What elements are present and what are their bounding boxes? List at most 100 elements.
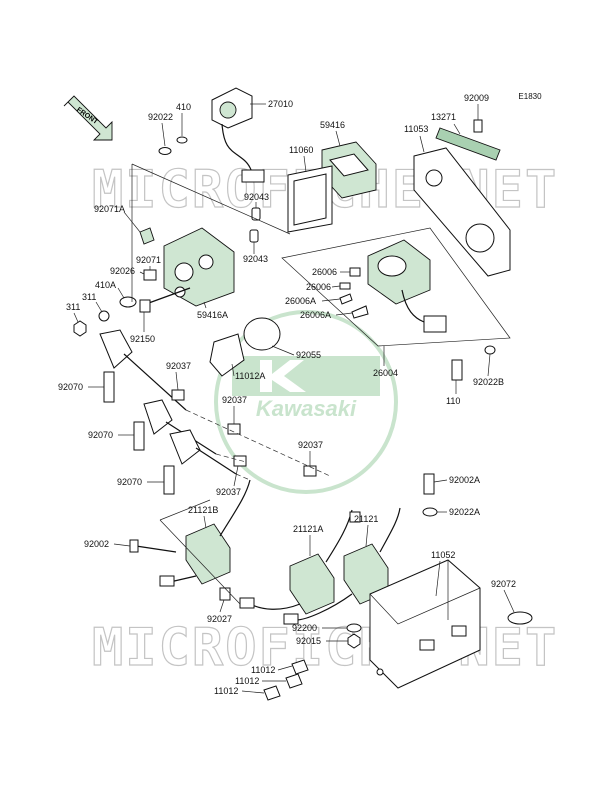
pin-92043-a xyxy=(251,207,261,221)
part-label: 311 xyxy=(82,292,96,302)
part-label: 92070 xyxy=(88,430,113,440)
cap-92071 xyxy=(143,269,157,281)
route-line-c xyxy=(235,473,251,481)
clamp-92037-d xyxy=(303,465,317,477)
ignition-coil-21121A xyxy=(239,509,361,615)
part-label: 92009 xyxy=(464,93,489,103)
band-92072 xyxy=(507,611,533,625)
part-label: 92037 xyxy=(166,361,191,371)
part-label: 26006 xyxy=(306,282,331,292)
part-label: 410 xyxy=(176,102,191,112)
bolt-92150 xyxy=(145,287,191,305)
pin-92043-b xyxy=(249,229,259,243)
washer-410A xyxy=(119,296,137,308)
part-label: 92015 xyxy=(296,636,321,646)
part-label: 92150 xyxy=(130,334,155,344)
part-label: 92002A xyxy=(449,475,480,485)
watermark-text-bottom: MICROFICHE.NET xyxy=(92,618,558,678)
bolt-92009 xyxy=(473,119,483,133)
diagram-code: E1830 xyxy=(518,92,542,101)
bolt-92150-head xyxy=(139,299,151,313)
part-label: 11052 xyxy=(431,550,455,560)
part-label: 11012 xyxy=(251,665,275,675)
washer-92200 xyxy=(346,623,362,633)
nut-311-b xyxy=(73,320,87,337)
clamp-92037-a xyxy=(171,389,185,401)
part-label: 26004 xyxy=(373,368,398,378)
part-label: 92027 xyxy=(207,614,232,624)
front-arrow: FRONT xyxy=(63,95,113,141)
part-label: 92022B xyxy=(473,377,504,387)
group-outline-coils xyxy=(159,499,241,605)
switch-27010 xyxy=(211,87,265,183)
washer-410 xyxy=(176,136,188,144)
part-label: 11060 xyxy=(289,145,313,155)
logo-text: Kawasaki xyxy=(256,396,357,421)
bolt-92002 xyxy=(135,545,177,553)
meter-26004 xyxy=(367,239,447,333)
part-label: 410A xyxy=(95,280,116,290)
washer-311-a xyxy=(98,310,110,322)
route-line-b xyxy=(215,453,247,463)
part-label: 27010 xyxy=(268,99,293,109)
oring-92055 xyxy=(243,317,281,351)
part-label: 92037 xyxy=(216,487,241,497)
part-label: 59416 xyxy=(320,120,345,130)
bolt-92002-head xyxy=(129,539,139,553)
clamp-92037-c xyxy=(233,455,247,467)
bolt-110 xyxy=(451,359,463,381)
part-label: 92043 xyxy=(243,254,268,264)
part-label: 13271 xyxy=(431,112,456,122)
part-label: 21121 xyxy=(354,514,378,524)
terminal-26006-a xyxy=(349,267,361,277)
part-label: 92026 xyxy=(110,266,135,276)
nut-92015 xyxy=(347,633,361,649)
part-label: 92037 xyxy=(298,440,323,450)
bracket-13271 xyxy=(435,127,501,161)
part-label: 92071 xyxy=(136,255,161,265)
terminal-26006-b xyxy=(339,282,351,290)
gasket-11060-inner xyxy=(293,173,327,226)
part-label: 92022 xyxy=(148,112,173,122)
washer-92022B xyxy=(484,345,496,355)
bracket-11052 xyxy=(369,559,481,689)
part-label: 311 xyxy=(66,302,80,312)
part-label: 21121B xyxy=(188,505,218,515)
part-label: 92055 xyxy=(296,350,321,360)
part-label: 26006 xyxy=(312,267,337,277)
part-label: 110 xyxy=(446,396,460,406)
part-label: 92043 xyxy=(244,192,269,202)
terminal-26006A-b xyxy=(351,305,369,319)
part-label: 59416A xyxy=(197,310,228,320)
part-label: 92072 xyxy=(491,579,516,589)
washer-92022 xyxy=(158,147,172,155)
part-label: 26006A xyxy=(285,296,316,306)
part-label: 92070 xyxy=(117,477,142,487)
part-label: 11012 xyxy=(214,686,238,696)
part-label: 11012A xyxy=(235,371,265,381)
cap-92071A xyxy=(139,227,155,245)
plate-11053 xyxy=(413,127,511,277)
part-label: 92070 xyxy=(58,382,83,392)
route-line-a xyxy=(185,409,331,477)
spark-plug-92070-c xyxy=(163,429,237,495)
group-26004-outline xyxy=(281,227,511,347)
part-labels: 92009 13271 11053 410 27010 92022 59416 … xyxy=(58,93,516,696)
part-label: 92200 xyxy=(292,623,317,633)
part-label: 11012 xyxy=(235,676,259,686)
housing-59416A xyxy=(163,227,235,307)
part-label: 92022A xyxy=(449,507,480,517)
ignition-coil-21121 xyxy=(283,507,401,625)
part-label: 26006A xyxy=(300,310,331,320)
cap-11012-a xyxy=(291,659,309,675)
washer-92022A xyxy=(422,507,438,517)
ignition-coil-21121B xyxy=(159,479,251,587)
cover-59416 xyxy=(321,141,377,199)
cap-11012-c xyxy=(263,685,281,701)
collar-92027 xyxy=(219,587,231,601)
part-label: 92002 xyxy=(84,539,109,549)
part-label: 11053 xyxy=(404,124,428,134)
group-outline-upper xyxy=(131,163,291,302)
cap-11012-b xyxy=(285,673,303,689)
